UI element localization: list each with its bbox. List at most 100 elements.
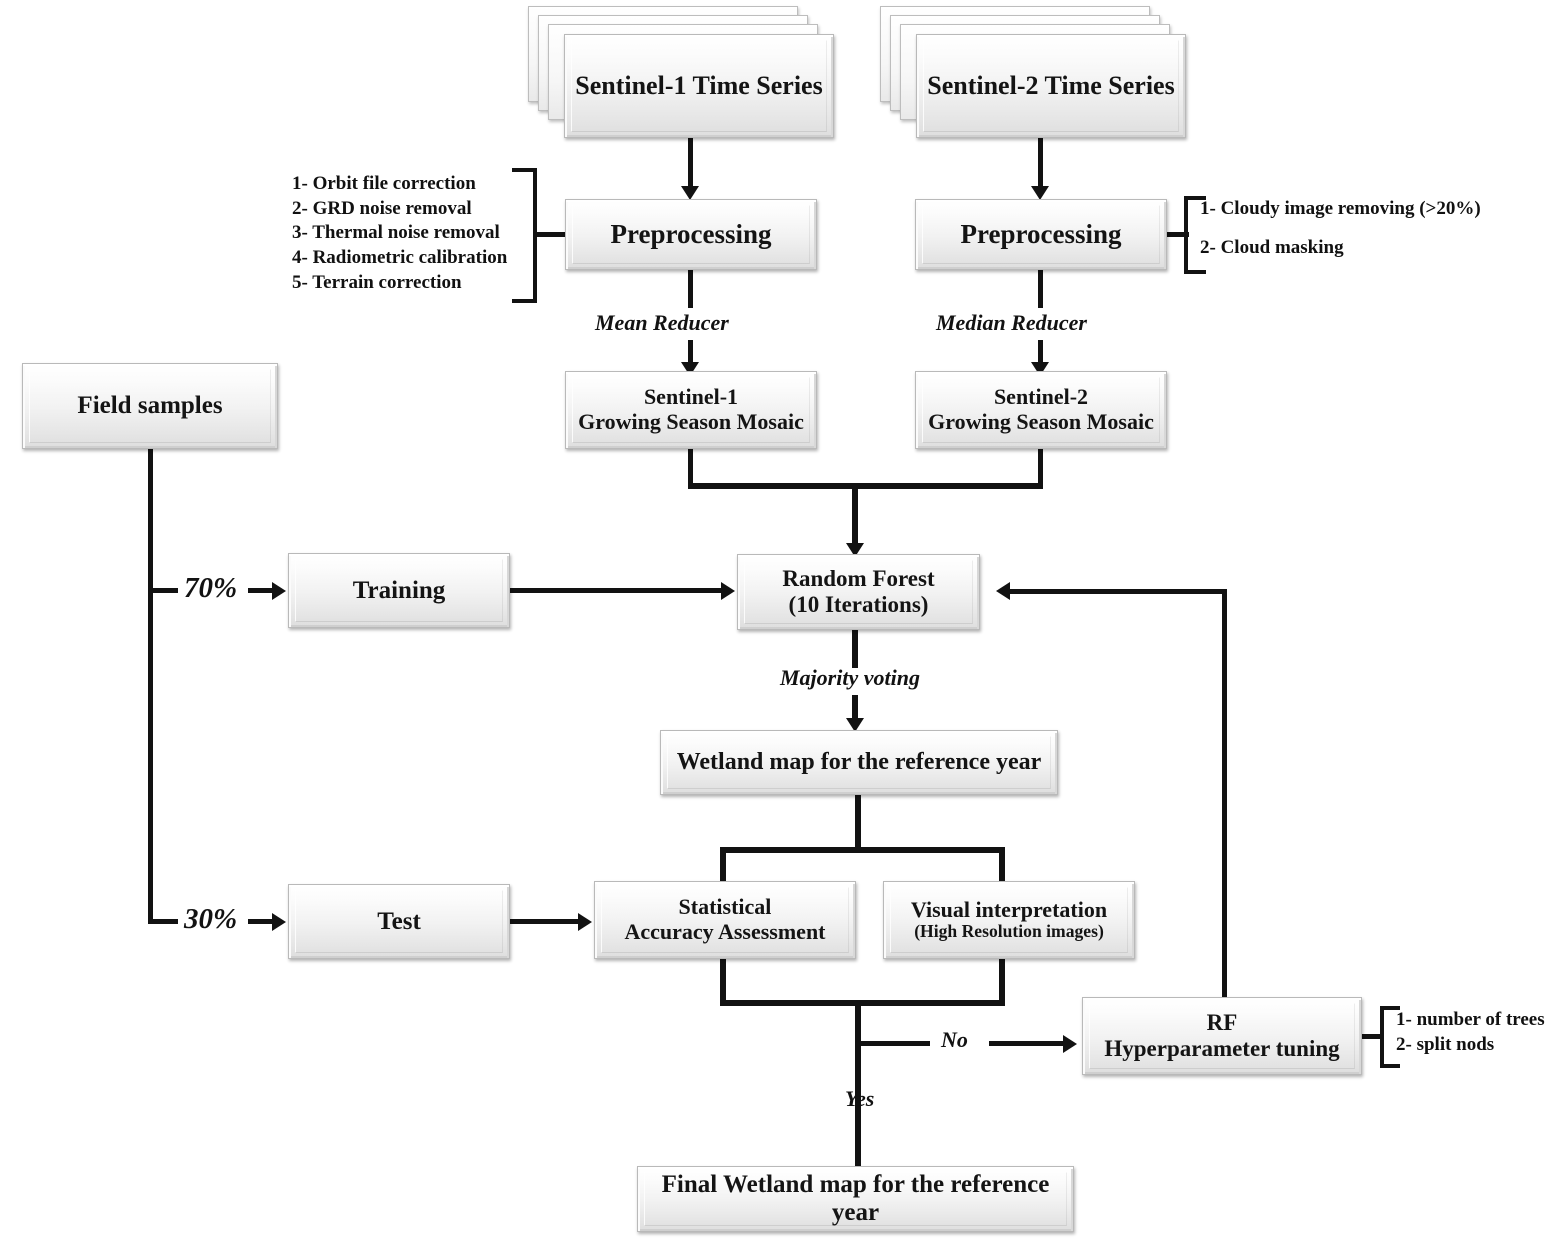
visual-interpretation-box[interactable]: Visual interpretation (High Resolution i…	[883, 881, 1135, 959]
edge-wetland-map-down	[855, 795, 861, 851]
s1-step-5: 5- Terrain correction	[292, 271, 462, 293]
edge-feedback-vertical	[1222, 589, 1227, 1001]
rf-tuning-bracket-stem	[1360, 1034, 1382, 1039]
statistical-label-line1: Statistical	[678, 894, 772, 920]
edge-no-to-rf-tuning	[989, 1041, 1067, 1046]
rf-tuning-params-bracket	[1380, 1006, 1400, 1068]
edge-split-stub-test	[148, 919, 178, 924]
test-box[interactable]: Test	[288, 884, 510, 959]
sentinel2-mosaic-label-line1: Sentinel-2	[993, 384, 1089, 410]
edge-mosaic-merge-horizontal	[688, 483, 1043, 489]
wetland-map-label: Wetland map for the reference year	[676, 749, 1042, 776]
edge-random-forest-down-b	[852, 695, 858, 722]
edge-s2mosaic-down	[1038, 449, 1043, 487]
rf-param-2: 2- split nods	[1396, 1033, 1495, 1055]
sentinel1-time-series-stack: Sentinel-1 Time Series	[528, 6, 834, 138]
edge-mean-reducer-to-mosaic	[688, 340, 693, 366]
decision-yes-label: Yes	[845, 1086, 875, 1111]
split-training-percent-label: 70%	[184, 572, 238, 604]
edge-30pct-to-test	[248, 919, 276, 924]
random-forest-label-line1: Random Forest	[782, 566, 935, 592]
arrowhead-random-forest-left	[721, 582, 735, 600]
sentinel2-preprocessing-steps-list: 1- Cloudy image removing (>20%) 2- Cloud…	[1200, 197, 1481, 260]
random-forest-label-line2: (10 Iterations)	[788, 592, 929, 617]
majority-voting-label: Majority voting	[780, 665, 920, 690]
test-label: Test	[377, 907, 421, 935]
edge-s2series-to-preprocessing	[1038, 138, 1043, 190]
edge-split-to-statistical	[720, 847, 726, 887]
edge-split-to-visual	[999, 847, 1005, 887]
statistical-accuracy-assessment-box[interactable]: Statistical Accuracy Assessment	[594, 881, 856, 959]
sentinel2-time-series-box[interactable]: Sentinel-2 Time Series	[916, 34, 1186, 138]
training-label: Training	[352, 576, 446, 604]
s1-step-2: 2- GRD noise removal	[292, 197, 472, 219]
sentinel1-steps-bracket	[512, 168, 537, 303]
sentinel1-time-series-box[interactable]: Sentinel-1 Time Series	[564, 34, 834, 138]
rf-hyperparameter-tuning-box[interactable]: RF Hyperparameter tuning	[1082, 997, 1362, 1075]
rf-param-1: 1- number of trees	[1396, 1009, 1545, 1030]
arrowhead-wetland-map	[846, 718, 864, 732]
field-samples-box[interactable]: Field samples	[22, 363, 278, 449]
sentinel2-time-series-label: Sentinel-2 Time Series	[927, 71, 1175, 101]
edge-visual-down	[999, 959, 1005, 1006]
edge-preprocessing-s2-to-mosaic	[1038, 270, 1043, 308]
arrowhead-training	[272, 582, 286, 600]
edge-yes-to-final-map	[855, 1119, 861, 1171]
sentinel1-time-series-label: Sentinel-1 Time Series	[575, 71, 823, 101]
sentinel2-growing-season-mosaic-box[interactable]: Sentinel-2 Growing Season Mosaic	[915, 371, 1167, 449]
edge-split-stub-training	[148, 588, 178, 593]
preprocessing-sentinel1-box[interactable]: Preprocessing	[565, 199, 817, 270]
sentinel2-mosaic-label-line2: Growing Season Mosaic	[928, 409, 1154, 434]
s1-step-3: 3- Thermal noise removal	[292, 222, 500, 244]
arrowhead-test	[272, 913, 286, 931]
mean-reducer-label: Mean Reducer	[595, 310, 729, 335]
arrowhead-s1-preprocessing	[681, 186, 699, 200]
edge-statistical-down	[720, 959, 726, 1006]
split-test-percent-label: 30%	[184, 903, 238, 935]
edge-s1mosaic-down	[688, 449, 693, 487]
sentinel1-preprocessing-steps-list: 1- Orbit file correction 2- GRD noise re…	[292, 172, 507, 295]
s1-step-4: 4- Radiometric calibration	[292, 247, 508, 269]
s2-step-1: 1- Cloudy image removing (>20%)	[1200, 198, 1481, 219]
training-box[interactable]: Training	[288, 553, 510, 628]
sentinel2-time-series-stack: Sentinel-2 Time Series	[880, 6, 1186, 138]
edge-decision-no-stub	[855, 1041, 930, 1046]
visual-label-line2: (High Resolution images)	[914, 921, 1104, 942]
arrowhead-random-forest-top	[846, 543, 864, 557]
sentinel2-bracket-stem	[1165, 232, 1189, 237]
sentinel1-growing-season-mosaic-box[interactable]: Sentinel-1 Growing Season Mosaic	[565, 371, 817, 449]
rf-tuning-label-line1: RF	[1206, 1010, 1238, 1036]
edge-field-samples-trunk	[148, 449, 153, 924]
edge-merge-to-random-forest	[852, 483, 858, 549]
final-wetland-map-box[interactable]: Final Wetland map for the reference year	[637, 1166, 1074, 1232]
edge-70pct-to-training	[248, 588, 276, 593]
sentinel1-bracket-stem	[533, 232, 567, 237]
s1-step-1: 1- Orbit file correction	[292, 173, 476, 194]
decision-no-label: No	[941, 1027, 968, 1052]
edge-assessment-split-horizontal	[720, 847, 1005, 853]
preprocessing-sentinel1-label: Preprocessing	[610, 219, 772, 250]
edge-feedback-horizontal	[1010, 589, 1227, 594]
arrowhead-random-forest-right	[996, 582, 1010, 600]
edge-median-reducer-to-mosaic	[1038, 340, 1043, 366]
edge-test-to-statistical	[510, 919, 580, 924]
field-samples-label: Field samples	[77, 392, 223, 419]
statistical-label-line2: Accuracy Assessment	[624, 919, 826, 944]
rf-tuning-params-list: 1- number of trees 2- split nods	[1396, 1008, 1545, 1057]
arrowhead-s2-preprocessing	[1031, 186, 1049, 200]
sentinel1-mosaic-label-line1: Sentinel-1	[643, 384, 739, 410]
preprocessing-sentinel2-label: Preprocessing	[960, 219, 1122, 250]
final-wetland-map-label: Final Wetland map for the reference year	[661, 1171, 1050, 1226]
median-reducer-label: Median Reducer	[936, 310, 1087, 335]
edge-s1series-to-preprocessing	[688, 138, 693, 190]
sentinel1-mosaic-label-line2: Growing Season Mosaic	[578, 409, 804, 434]
edge-decision-trunk	[855, 1000, 861, 1134]
sentinel2-steps-bracket	[1184, 196, 1206, 274]
arrowhead-rf-tuning	[1063, 1035, 1077, 1053]
wetland-map-box[interactable]: Wetland map for the reference year	[660, 730, 1058, 795]
visual-label-line1: Visual interpretation	[910, 896, 1108, 922]
preprocessing-sentinel2-box[interactable]: Preprocessing	[915, 199, 1167, 270]
random-forest-box[interactable]: Random Forest (10 Iterations)	[737, 554, 980, 630]
edge-random-forest-down-a	[852, 630, 858, 668]
